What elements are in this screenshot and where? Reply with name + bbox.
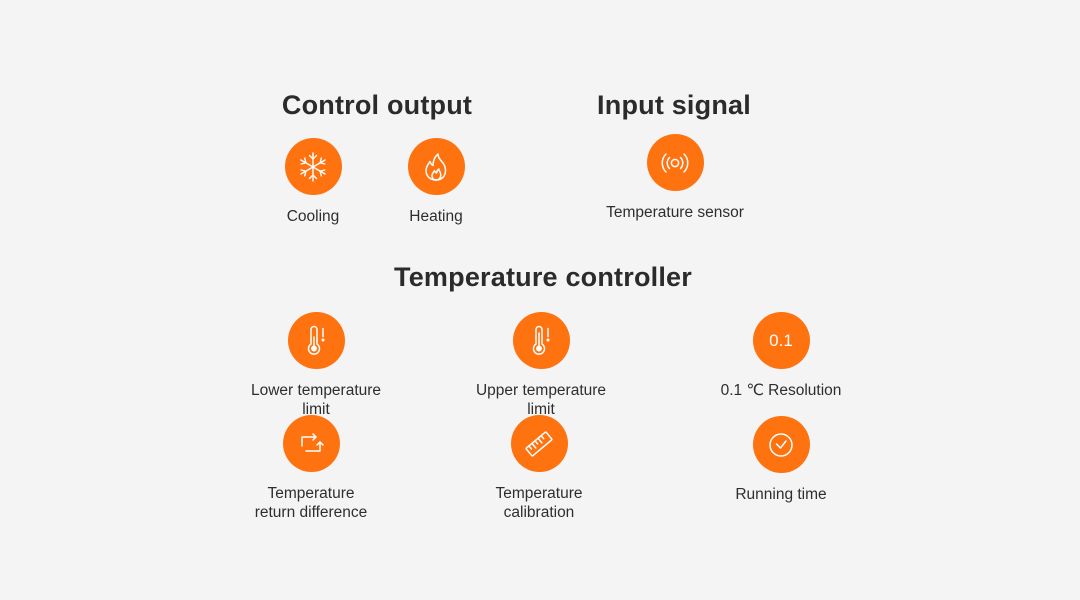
running-time-label: Running time [735,486,827,503]
calibration-badge [510,415,568,472]
heading-temperature-controller: Temperature controller [394,262,692,292]
feature-lower-temperature-limit: Lower temperature limit [216,312,416,419]
calibration-label: Temperature calibration [495,485,583,521]
lower-limit-label: Lower temperature limit [250,382,382,418]
feature-temperature-sensor: Temperature sensor [575,134,775,222]
feature-running-time: Running time [681,416,881,504]
cooling-badge [284,138,342,195]
resolution-badge: 0.1 [752,312,810,369]
thermometer-low-alert-icon [307,325,325,355]
feature-cooling: Cooling [213,138,413,226]
feature-upper-temperature-limit: Upper temperature limit [441,312,641,419]
sensor-badge [646,134,704,191]
sensor-signal-icon [661,152,689,173]
snowflake-icon [300,151,326,182]
heading-control-output: Control output [281,90,473,120]
flame-icon [425,152,447,181]
sensor-label: Temperature sensor [606,204,744,221]
feature-heating: Heating [336,138,536,226]
cooling-label: Cooling [286,208,340,225]
resolution-label: 0.1 ℃ Resolution [720,382,842,399]
feature-calibration: Temperature calibration [439,415,639,522]
resolution-badge-text: 0.1 [769,330,793,350]
running-time-badge [752,416,810,473]
upper-limit-badge [512,312,570,369]
feature-return-difference: Temperature return difference [211,415,411,522]
clock-icon [769,432,793,457]
lower-limit-badge [287,312,345,369]
return-difference-label: Temperature return difference [254,485,368,521]
heating-badge [407,138,465,195]
upper-limit-label: Upper temperature limit [475,382,607,418]
ruler-icon [525,430,553,457]
return-difference-badge [282,415,340,472]
feature-resolution: 0.1 0.1 ℃ Resolution [681,312,881,400]
return-arrows-icon [301,432,324,452]
thermometer-high-alert-icon [532,325,550,355]
heading-input-signal: Input signal [597,90,751,120]
heating-label: Heating [409,208,463,225]
